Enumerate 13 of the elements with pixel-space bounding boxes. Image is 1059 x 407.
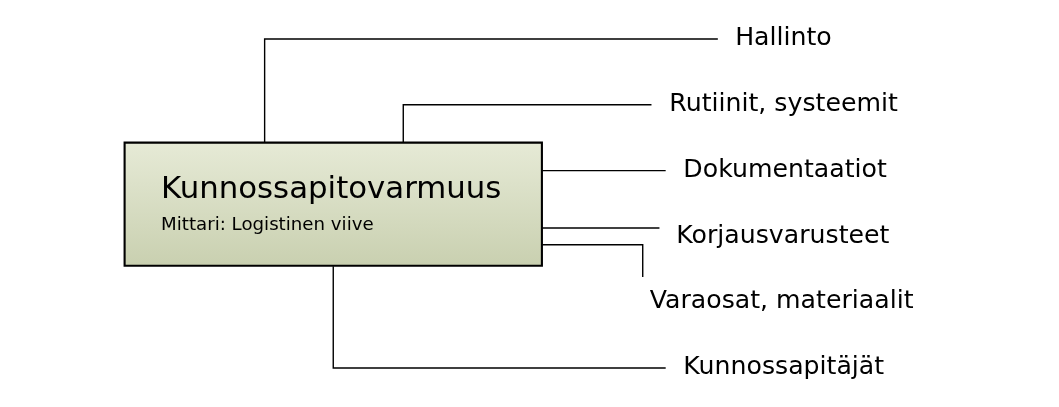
- node-box: Kunnossapitovarmuus Mittari: Logistinen viive: [123, 141, 543, 267]
- node-text: Dokumentaatiot: [682, 153, 887, 183]
- node-text: Kunnossapitäjät: [682, 351, 884, 381]
- node-text: Varaosat, materiaalit: [649, 285, 914, 315]
- connector: [332, 265, 666, 369]
- node-text: Rutiinit, systeemit: [668, 87, 898, 117]
- node-text: Hallinto: [734, 22, 832, 52]
- connector: [541, 169, 666, 172]
- connector: [402, 104, 652, 144]
- connector: [541, 227, 660, 229]
- connector: [263, 38, 719, 143]
- node-text: Korjausvarusteet: [675, 219, 889, 249]
- connector: [541, 244, 643, 278]
